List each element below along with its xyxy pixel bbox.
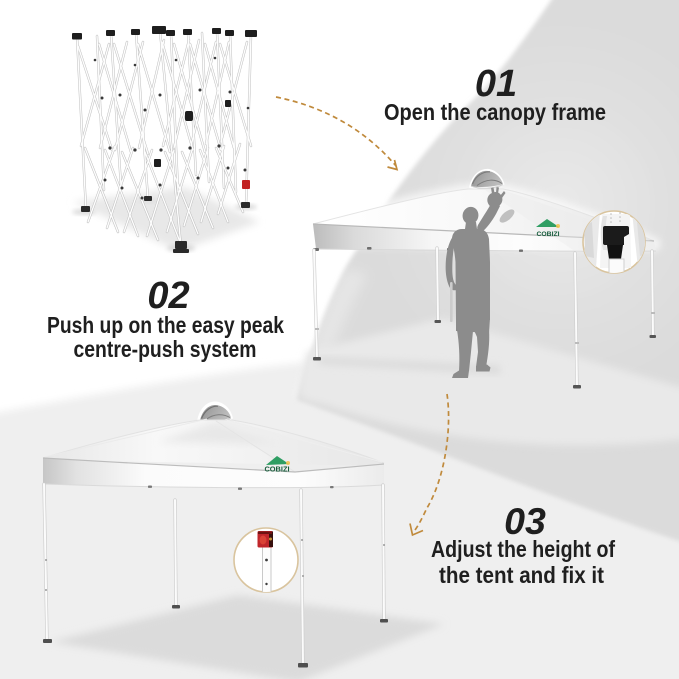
svg-text:Push up on the easy peak: Push up on the easy peak: [47, 312, 284, 338]
svg-text:Adjust the height of: Adjust the height of: [431, 536, 615, 562]
svg-text:02: 02: [147, 275, 189, 317]
svg-text:the tent and fix it: the tent and fix it: [439, 562, 604, 588]
svg-text:01: 01: [475, 63, 517, 105]
svg-text:Open the canopy frame: Open the canopy frame: [384, 99, 606, 125]
svg-text:03: 03: [504, 500, 546, 542]
svg-text:COBIZI: COBIZI: [264, 465, 289, 474]
svg-text:COBIZI: COBIZI: [536, 231, 559, 238]
svg-text:centre-push system: centre-push system: [74, 336, 257, 362]
